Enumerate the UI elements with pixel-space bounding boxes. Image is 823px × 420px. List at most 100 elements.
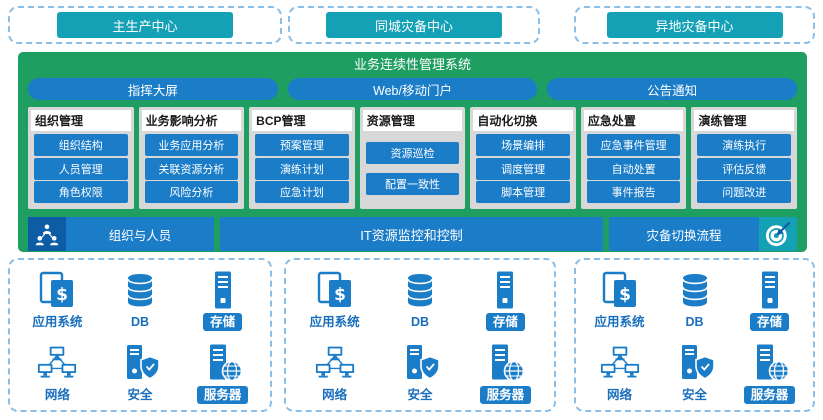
infra-cell-network: 网络 — [582, 343, 657, 406]
module-column-resource: 资源管理 资源巡检 配置一致性 — [359, 107, 466, 209]
infra-cell-storage: 存储 — [463, 270, 548, 333]
module-header: 资源管理 — [362, 110, 463, 131]
infra-cell-network: 网络 — [16, 343, 99, 406]
portal-command-screen: 指挥大屏 — [28, 78, 278, 100]
module-item: 关联资源分析 — [144, 157, 239, 180]
infra-cell-server: 服务器 — [463, 343, 548, 406]
dr-switch-icon-box — [759, 217, 797, 251]
infra-cell-network: 网络 — [292, 343, 377, 406]
module-item: 业务应用分析 — [144, 133, 239, 156]
module-column-drill: 演练管理 演练执行 评估反馈 问题改进 — [691, 107, 798, 209]
module-body: 演练执行 评估反馈 问题改进 — [694, 131, 794, 206]
infra-grid: 应用系统 DB 存储 网络 安全 服务器 — [582, 270, 807, 406]
main-production-center-label: 主生产中心 — [57, 12, 233, 38]
infra-cell-security: 安全 — [377, 343, 462, 406]
city-dr-center-box: 同城灾备中心 — [288, 6, 540, 44]
module-body: 预案管理 演练计划 应急计划 — [252, 131, 352, 206]
dr-switch-label: 灾备切换流程 — [609, 217, 759, 251]
database-icon — [400, 270, 440, 310]
dr-switch-bar: 灾备切换流程 — [609, 217, 797, 251]
org-people-icon-box — [28, 217, 66, 251]
infra-group-production: 应用系统 DB 存储 网络 安全 服务器 — [8, 258, 272, 412]
module-header: 业务影响分析 — [141, 110, 242, 131]
main-production-center-box: 主生产中心 — [8, 6, 282, 44]
infra-label: 安全 — [127, 388, 153, 402]
module-item: 调度管理 — [476, 157, 570, 180]
module-item: 资源巡检 — [365, 141, 460, 164]
infra-cell-app-system: 应用系统 — [16, 270, 99, 333]
module-header: 应急处置 — [583, 110, 684, 131]
network-icon — [600, 343, 640, 383]
storage-icon — [485, 270, 525, 310]
infra-label: 安全 — [681, 388, 707, 402]
infra-label: 应用系统 — [32, 315, 83, 329]
module-header: BCP管理 — [252, 110, 352, 131]
module-column-bcp: BCP管理 预案管理 演练计划 应急计划 — [249, 107, 355, 209]
security-icon — [675, 343, 715, 383]
infra-cell-app-system: 应用系统 — [292, 270, 377, 333]
server-icon — [485, 343, 525, 383]
infra-cell-security: 安全 — [99, 343, 182, 406]
infra-label: 应用系统 — [594, 315, 645, 329]
module-item: 应急计划 — [255, 181, 349, 204]
module-item: 事件报告 — [586, 181, 681, 204]
infra-label: 服务器 — [196, 386, 249, 404]
infra-cell-storage: 存储 — [732, 270, 807, 333]
security-icon — [400, 343, 440, 383]
infra-label: DB — [410, 315, 430, 329]
infra-cell-db: DB — [99, 270, 182, 333]
app-system-icon — [600, 270, 640, 310]
module-item: 预案管理 — [255, 133, 349, 156]
module-body: 场景编排 调度管理 脚本管理 — [473, 131, 573, 206]
module-columns: 组织管理 组织结构 人员管理 角色权限 业务影响分析 业务应用分析 关联资源分析… — [28, 107, 798, 209]
infra-label: 安全 — [407, 388, 433, 402]
infra-cell-server: 服务器 — [181, 343, 264, 406]
module-item: 场景编排 — [476, 133, 570, 156]
infra-label: 存储 — [749, 313, 789, 331]
city-dr-center-label: 同城灾备中心 — [326, 12, 502, 38]
infra-label: 应用系统 — [309, 315, 360, 329]
module-item: 问题改进 — [697, 181, 792, 204]
module-item: 风险分析 — [144, 181, 239, 204]
infra-label: 网络 — [606, 388, 632, 402]
module-item: 脚本管理 — [476, 181, 570, 204]
infra-cell-server: 服务器 — [732, 343, 807, 406]
org-people-bar: 组织与人员 — [28, 217, 214, 251]
network-icon — [315, 343, 355, 383]
module-column-impact-analysis: 业务影响分析 业务应用分析 关联资源分析 风险分析 — [138, 107, 245, 209]
portal-row: 指挥大屏 Web/移动门户 公告通知 — [28, 78, 798, 100]
module-item: 人员管理 — [34, 157, 128, 180]
module-item: 演练执行 — [697, 133, 792, 156]
infra-grid: 应用系统 DB 存储 网络 安全 服务器 — [16, 270, 264, 406]
system-title: 业务连续性管理系统 — [353, 57, 471, 72]
infra-label: 网络 — [44, 388, 70, 402]
module-item: 角色权限 — [34, 181, 128, 204]
infra-label: 服务器 — [479, 386, 532, 404]
database-icon — [675, 270, 715, 310]
people-network-icon — [34, 221, 60, 247]
server-icon — [203, 343, 243, 383]
module-header: 自动化切换 — [473, 110, 573, 131]
remote-dr-center-label: 异地灾备中心 — [606, 12, 783, 38]
infra-cell-security: 安全 — [657, 343, 732, 406]
module-item: 应急事件管理 — [586, 133, 681, 156]
module-body: 资源巡检 配置一致性 — [363, 131, 463, 206]
portal-web-mobile: Web/移动门户 — [287, 78, 538, 100]
infra-label: 存储 — [485, 313, 525, 331]
infra-label: DB — [685, 315, 704, 329]
module-header: 演练管理 — [694, 110, 795, 131]
server-icon — [750, 343, 790, 383]
system-bottom-bars: 组织与人员 IT资源监控和控制 灾备切换流程 — [28, 217, 797, 251]
storage-icon — [750, 270, 790, 310]
infra-cell-storage: 存储 — [181, 270, 264, 333]
security-icon — [120, 343, 160, 383]
module-header: 组织管理 — [31, 110, 131, 131]
infra-label: 服务器 — [743, 386, 796, 404]
module-item: 评估反馈 — [697, 157, 792, 180]
module-item: 自动处置 — [586, 157, 681, 180]
infra-group-remote-dr: 应用系统 DB 存储 网络 安全 服务器 — [574, 258, 815, 412]
target-arrow-icon — [763, 219, 793, 249]
infra-cell-app-system: 应用系统 — [582, 270, 657, 333]
module-body: 应急事件管理 自动处置 事件报告 — [584, 131, 684, 206]
